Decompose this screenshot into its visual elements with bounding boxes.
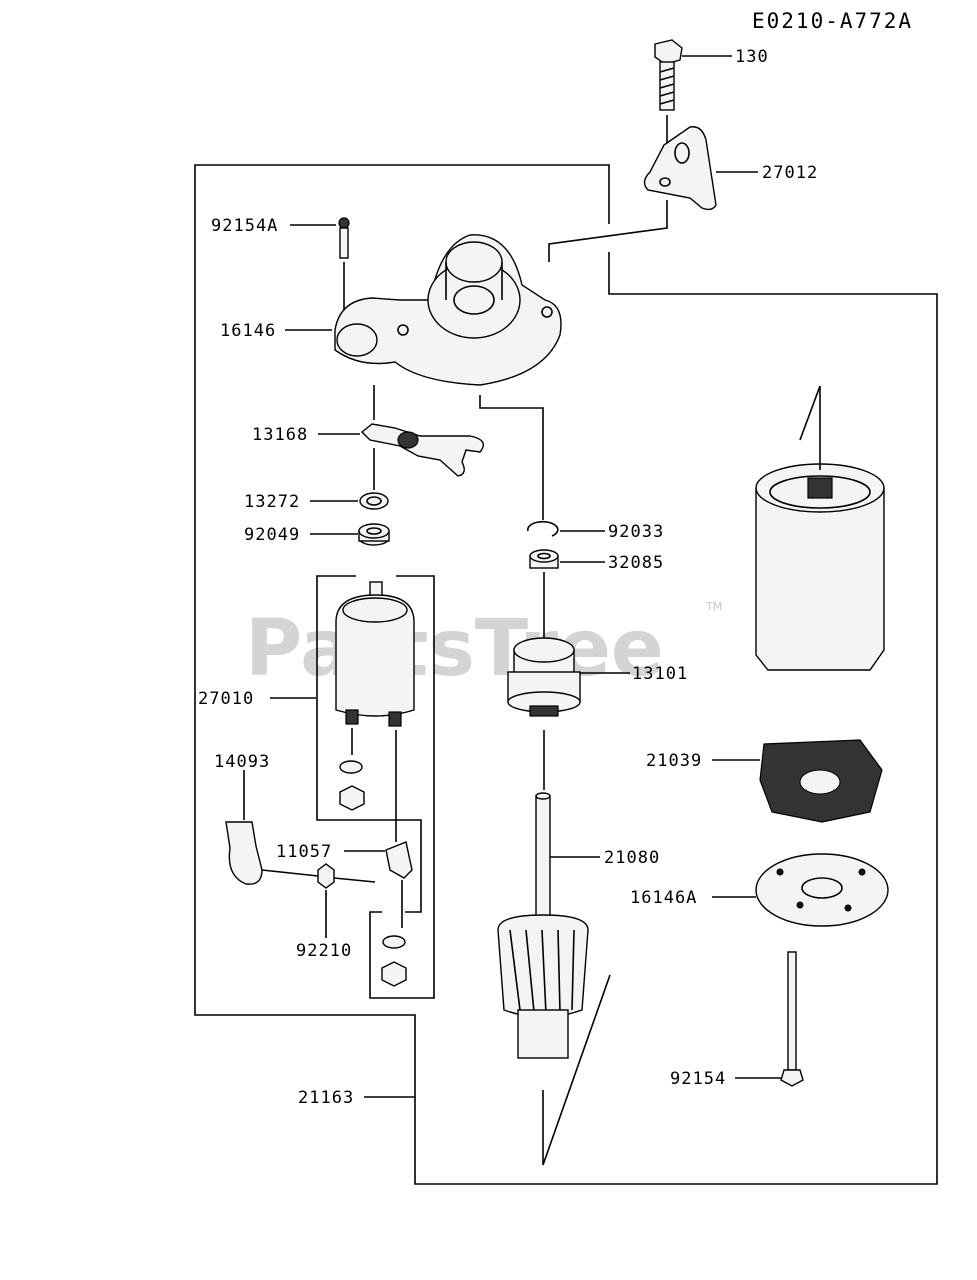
assembly-outline — [194, 164, 938, 1185]
yoke — [755, 385, 885, 671]
bracket-27012 — [548, 126, 758, 262]
label-92154A: 92154A — [211, 216, 278, 236]
label-92210: 92210 — [296, 941, 352, 961]
through-bolt-92154 — [735, 951, 804, 1087]
label-16146A: 16146A — [630, 888, 697, 908]
terminal-11057 — [344, 730, 413, 928]
label-13272: 13272 — [244, 492, 300, 512]
nut-92210 — [317, 863, 407, 987]
screw-92154A — [290, 217, 350, 318]
diagram-code: E0210-A772A — [752, 9, 913, 33]
label-13101: 13101 — [632, 664, 688, 684]
label-13168: 13168 — [252, 425, 308, 445]
label-92049: 92049 — [244, 525, 300, 545]
label-92154: 92154 — [670, 1069, 726, 1089]
brush-holder-21039 — [712, 739, 883, 823]
armature-21080 — [497, 792, 600, 1165]
circlip-92033 — [527, 520, 605, 537]
label-21080: 21080 — [604, 848, 660, 868]
label-27012: 27012 — [762, 163, 818, 183]
label-32085: 32085 — [608, 553, 664, 573]
end-cover-16146A — [712, 853, 889, 927]
solenoid-subassembly-box — [316, 575, 435, 999]
label-21039: 21039 — [646, 751, 702, 771]
label-92033: 92033 — [608, 522, 664, 542]
watermark: PartsTree — [245, 604, 664, 694]
washer-13272 — [310, 492, 389, 510]
label-21163: 21163 — [298, 1088, 354, 1108]
pointer-line — [542, 974, 611, 1166]
label-14093: 14093 — [214, 752, 270, 772]
bracket-14093 — [225, 770, 319, 885]
pinion-13101 — [507, 637, 630, 790]
label-130: 130 — [735, 47, 769, 67]
seal-92049 — [310, 523, 390, 546]
watermark-trademark: TM — [705, 600, 722, 613]
bolt-130 — [654, 39, 732, 165]
label-16146: 16146 — [220, 321, 276, 341]
solenoid-27010 — [270, 581, 415, 811]
stop-collar-32085 — [529, 549, 605, 640]
front-housing-16146 — [285, 234, 562, 520]
label-11057: 11057 — [276, 842, 332, 862]
label-27010: 27010 — [198, 689, 254, 709]
lever-13168 — [318, 423, 484, 490]
